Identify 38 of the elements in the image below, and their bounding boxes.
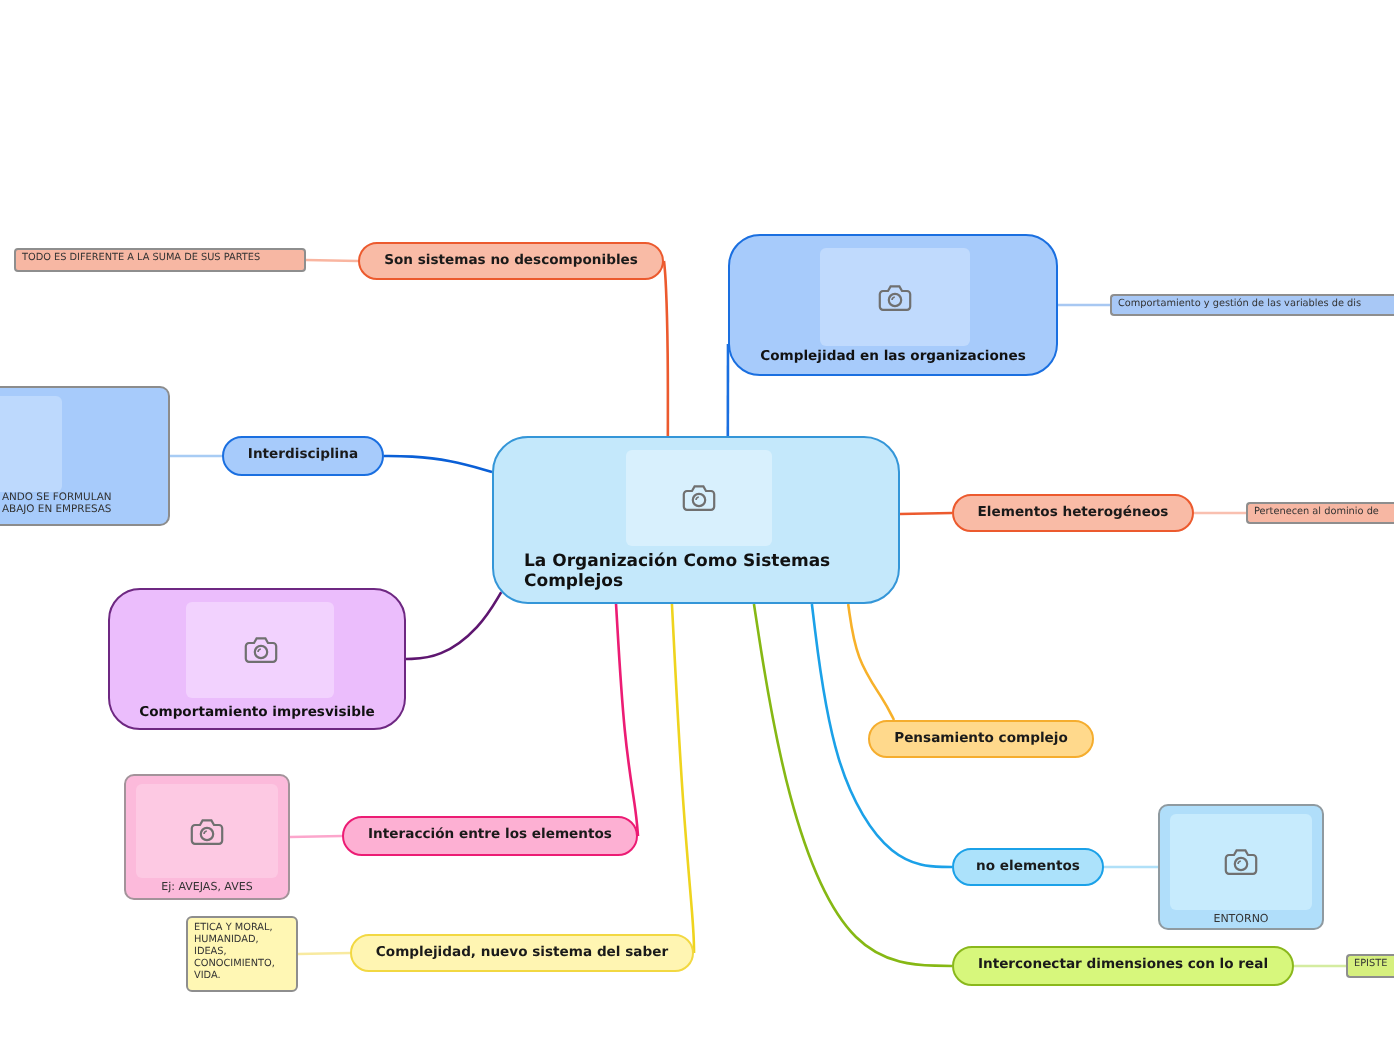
topic-pill — [342, 816, 638, 856]
connector-line — [170, 454, 222, 458]
topic-pill — [350, 934, 694, 972]
note-tag — [1246, 502, 1394, 524]
image-topic-card — [108, 588, 406, 730]
connector-line — [297, 951, 351, 956]
topic-pill — [222, 436, 384, 476]
branch-line — [614, 603, 640, 837]
branch-line — [670, 603, 696, 953]
branch-line — [899, 511, 953, 516]
note-tag — [14, 248, 306, 272]
connector-line — [1194, 511, 1246, 515]
connector-line — [305, 258, 359, 263]
connector-line — [1104, 865, 1158, 869]
topic-pill — [952, 946, 1294, 986]
image-topic-card — [728, 234, 1058, 376]
branch-line — [846, 603, 896, 721]
topic-pill — [868, 720, 1094, 758]
branch-line — [405, 591, 503, 661]
branch-line — [810, 603, 953, 869]
note-tag — [1346, 954, 1394, 978]
branch-line — [752, 603, 953, 968]
connector-line — [1058, 303, 1110, 307]
branch-line — [384, 454, 493, 474]
note-tag — [1110, 294, 1394, 316]
topic-pill — [952, 848, 1104, 886]
connector-line — [289, 834, 343, 839]
topic-pill — [358, 242, 664, 280]
note-tag — [186, 916, 298, 992]
connector-line — [1294, 964, 1346, 968]
topic-label: La Organización Como Sistemas Complejos — [524, 552, 833, 593]
image-topic-card — [1158, 804, 1324, 930]
topic-pill — [952, 494, 1194, 532]
branch-line — [662, 260, 670, 436]
image-topic-card — [0, 386, 170, 526]
image-topic-card — [124, 774, 290, 900]
central-topic-card — [492, 436, 900, 604]
branch-line — [726, 344, 730, 436]
